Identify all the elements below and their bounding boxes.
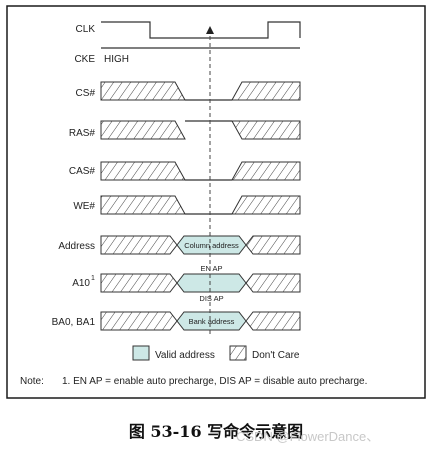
dis-ap-text: DIS AP — [199, 294, 223, 303]
ba-dont-care-right — [245, 311, 301, 331]
a10-dont-care-left — [100, 273, 178, 293]
note-text: 1. EN AP = enable auto precharge, DIS AP… — [62, 376, 367, 387]
we-label: WE# — [73, 201, 95, 212]
a10-valid-region — [176, 273, 247, 293]
ba-label: BA0, BA1 — [52, 317, 96, 328]
ba-dont-care-left — [100, 311, 178, 331]
watermark: CSDN @FlowerDance、 — [236, 429, 379, 444]
legend-valid-label: Valid address — [155, 350, 215, 361]
clk-waveform — [101, 21, 301, 39]
ras-dont-care-right — [231, 120, 301, 140]
a10-label: A10 — [72, 278, 90, 289]
cs-dont-care-right — [231, 81, 301, 101]
cas-dont-care-left — [100, 161, 186, 181]
address-label: Address — [58, 241, 95, 252]
ras-dont-care-left — [100, 120, 186, 140]
ras-label: RAS# — [69, 128, 96, 139]
cs-label: CS# — [76, 88, 96, 99]
figure-caption: 图 53-16 写命令示意图 — [129, 422, 303, 441]
note-label: Note: — [20, 376, 44, 387]
legend-valid-swatch — [132, 345, 150, 361]
a10-footnote-mark: 1 — [91, 275, 95, 282]
address-dont-care-right — [245, 235, 301, 255]
column-address-text: Column address — [184, 241, 239, 250]
diagram-frame — [6, 5, 426, 399]
clk-label: CLK — [76, 24, 96, 35]
en-ap-text: EN AP — [200, 264, 222, 273]
cas-dont-care-right — [231, 161, 301, 181]
cke-level-label: HIGH — [104, 54, 129, 65]
we-dont-care-right — [231, 195, 301, 215]
a10-dont-care-right — [245, 273, 301, 293]
bank-address-text: Bank address — [189, 317, 235, 326]
cs-dont-care-left — [100, 81, 186, 101]
legend-dont-care-label: Don't Care — [252, 350, 300, 361]
cas-label: CAS# — [69, 166, 96, 177]
we-dont-care-left — [100, 195, 186, 215]
address-dont-care-left — [100, 235, 178, 255]
legend-dont-care-swatch — [229, 345, 247, 361]
cke-label: CKE — [74, 54, 95, 65]
arrow-up-icon — [206, 26, 214, 34]
